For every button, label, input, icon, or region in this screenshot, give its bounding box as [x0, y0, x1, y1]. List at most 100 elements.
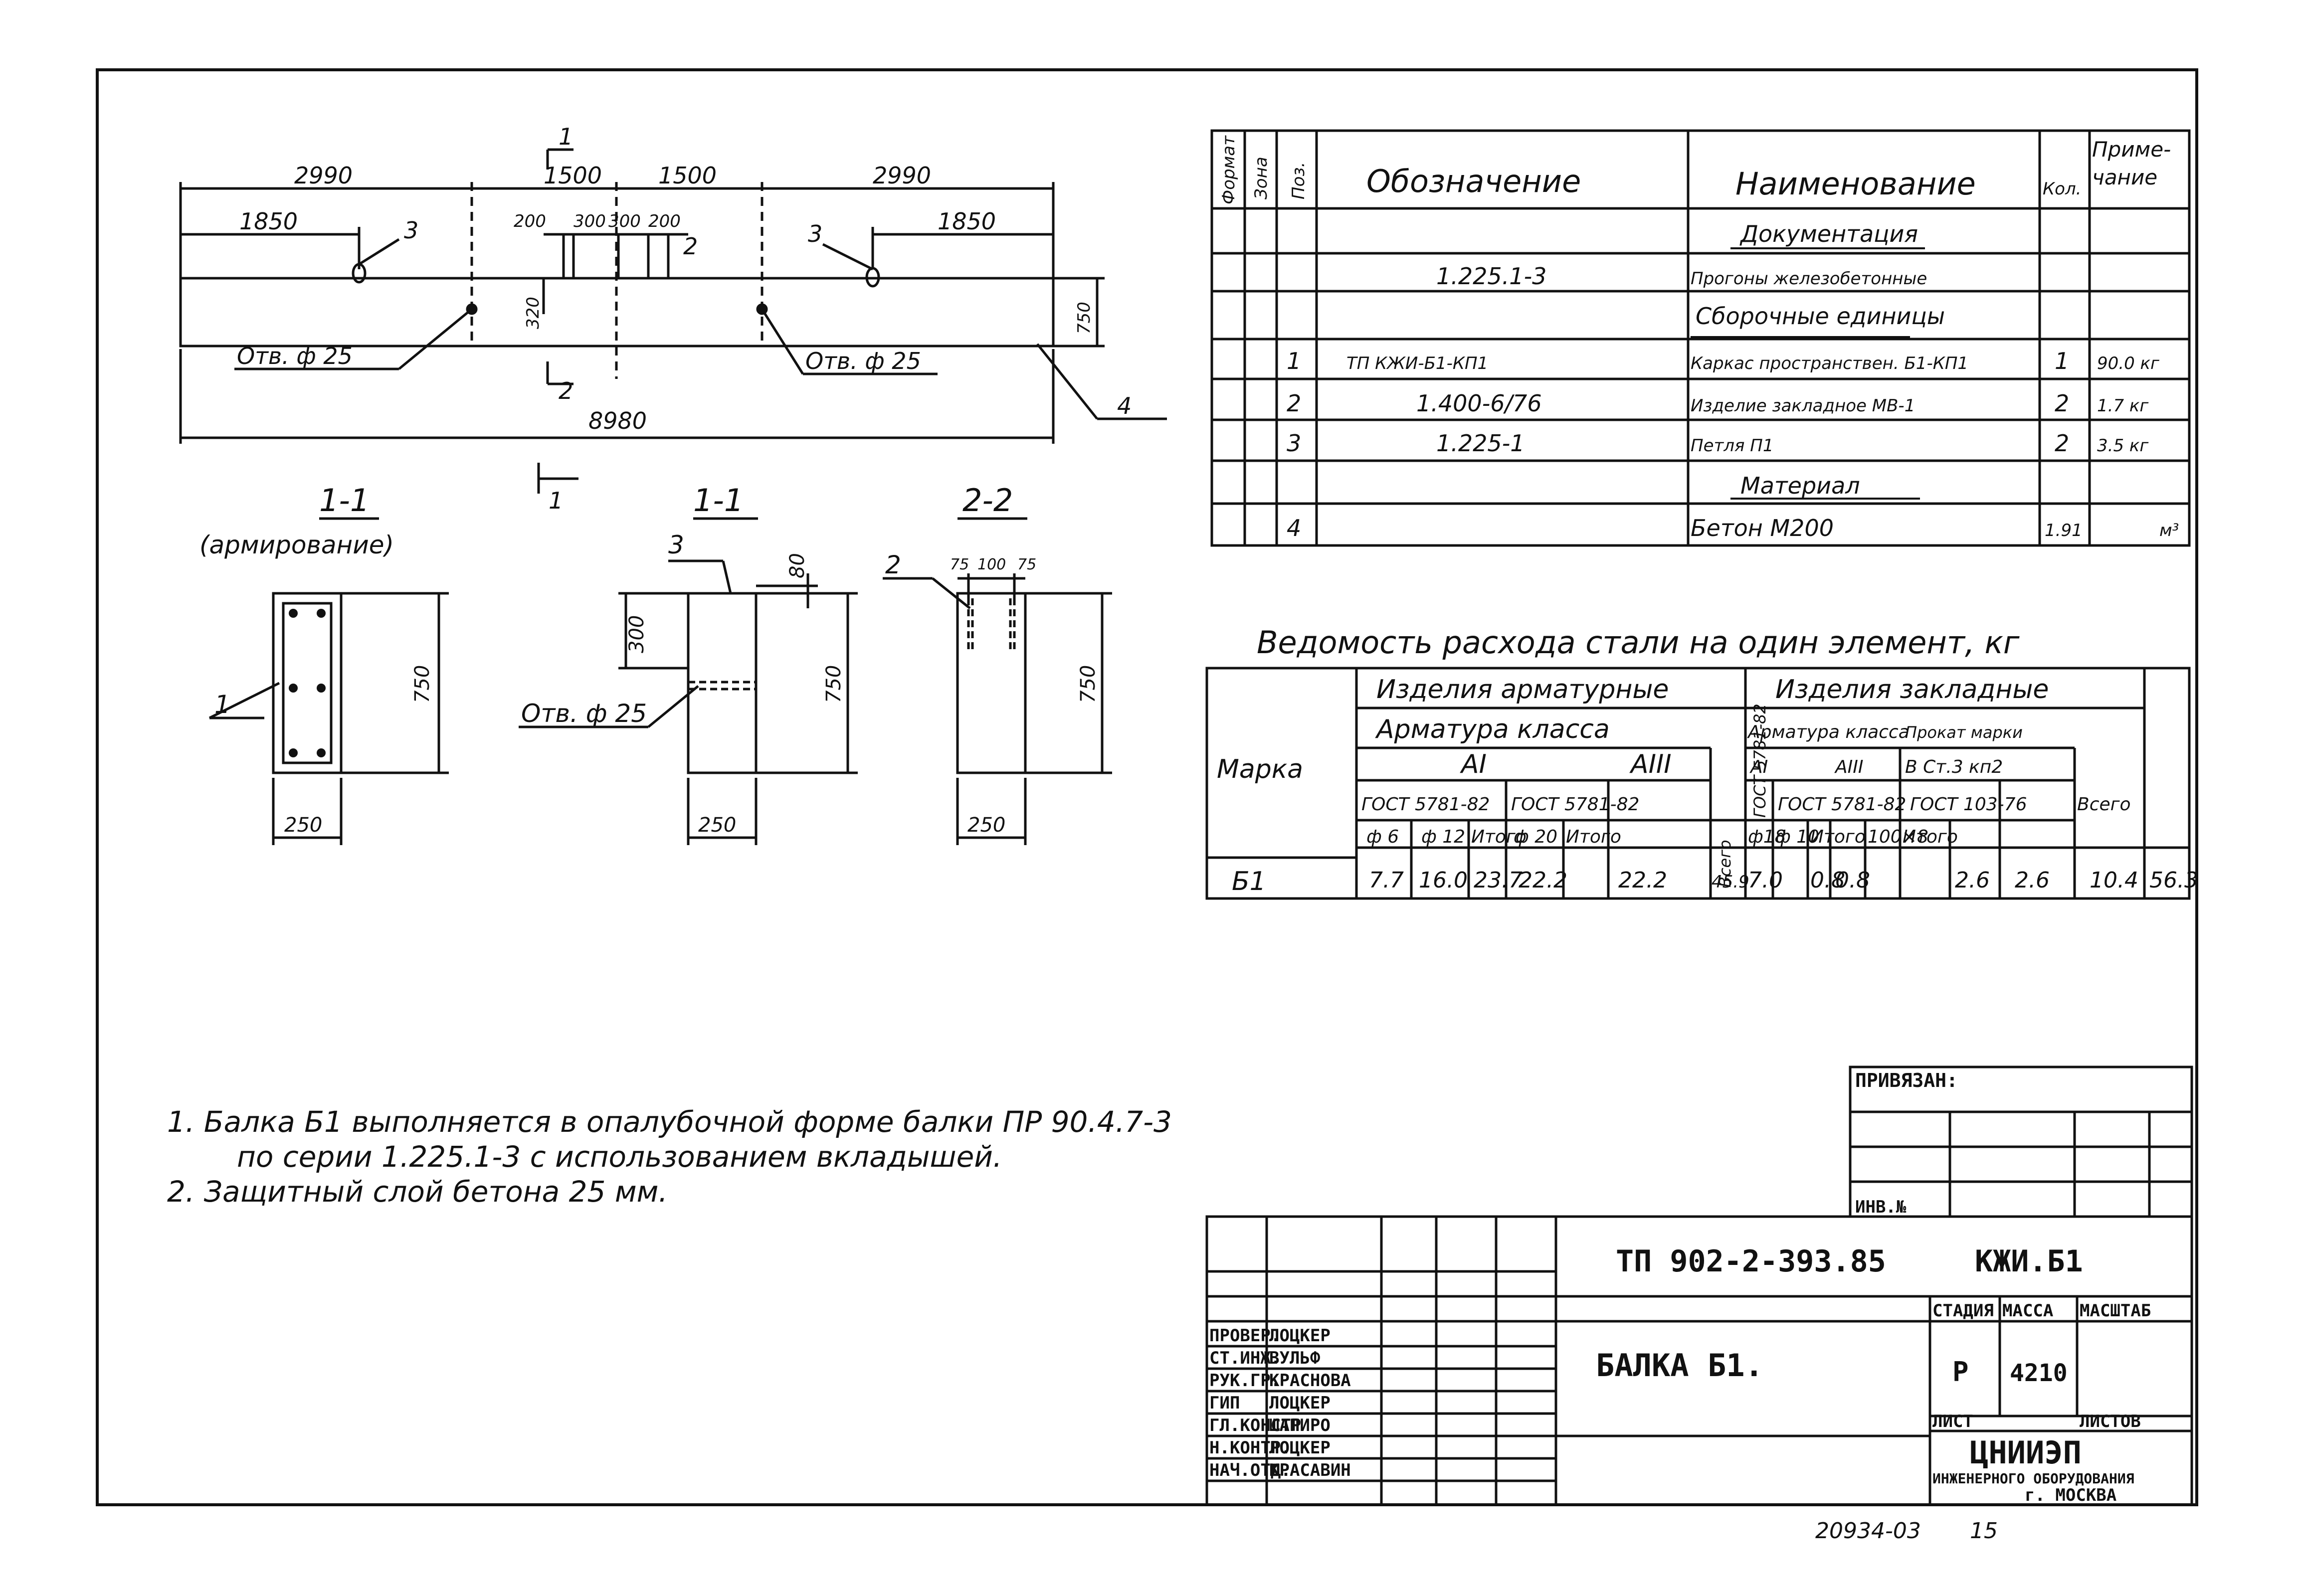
- spec-h-qty: Кол.: [2043, 179, 2081, 199]
- footer-page: 15: [1970, 1518, 1998, 1544]
- steel-row-f6: 7.7: [1369, 868, 1404, 893]
- spec-row-8-name: Бетон М200: [1691, 515, 1834, 541]
- beam-elevation: [179, 148, 1167, 494]
- staff-name-5: ШАПИРО: [1269, 1416, 1331, 1435]
- dim-750-s2: 750: [1077, 665, 1100, 703]
- steel-h-f18: ф18: [1748, 827, 1786, 847]
- staff-role-4: ГИП: [1209, 1393, 1240, 1413]
- steel-h-embed: Изделия закладные: [1775, 675, 2049, 705]
- section-pos-3: 3: [668, 531, 684, 559]
- spec-row-5-pos: 2: [1287, 390, 1301, 417]
- dim-750-reinf: 750: [411, 665, 434, 703]
- pos-3-left: 3: [404, 217, 418, 244]
- steel-row-total: 56.3: [2149, 868, 2198, 893]
- spec-row-5-qty: 2: [2055, 390, 2069, 417]
- section-mark-1-bottom: 1: [549, 487, 563, 514]
- section-pos-2: 2: [885, 550, 901, 579]
- spec-table: [1210, 129, 2191, 547]
- spec-h-zone: Зона: [1251, 157, 1271, 199]
- steel-table: [1205, 667, 2191, 900]
- dim-1500-left: 1500: [544, 162, 602, 189]
- org-city: г. МОСКВА: [2025, 1485, 2116, 1505]
- mass-header: МАССА: [2002, 1301, 2053, 1321]
- staff-role-5: ГЛ.КОНСТР: [1209, 1416, 1301, 1435]
- spec-row-4-qty: 1: [2055, 348, 2069, 374]
- dim-300: 300: [625, 615, 648, 653]
- spec-row-4-pos: 1: [1287, 348, 1301, 374]
- title-block: [1205, 1215, 2193, 1506]
- steel-h-vsego1: Всего: [1716, 840, 1734, 887]
- hole-label-left: Отв. ф 25: [237, 343, 353, 369]
- mass-value: 4210: [2010, 1359, 2068, 1387]
- steel-row-f20: 22.2: [1519, 868, 1567, 893]
- steel-h-f6: ф 6: [1366, 827, 1399, 847]
- steel-h-f10: ф 10: [1775, 827, 1819, 847]
- section-pos-1: 1: [214, 690, 230, 719]
- pos-4: 4: [1117, 392, 1132, 419]
- scale-header: МАСШТАБ: [2080, 1301, 2151, 1321]
- sheet-frame: [96, 68, 2198, 1506]
- spec-row-2-name: Прогоны железобетонные: [1691, 269, 1927, 289]
- dim-300b: 300: [608, 211, 641, 231]
- steel-h-itogo3: Итого: [1810, 827, 1866, 847]
- dim-2990-left: 2990: [294, 162, 353, 189]
- spec-row-1-name: Документация: [1739, 220, 1918, 247]
- steel-row-it1: 23.7: [1474, 868, 1523, 893]
- stage-header: СТАДИЯ: [1932, 1301, 1994, 1321]
- section-1-1-title: 1-1: [693, 482, 744, 519]
- dim-300a: 300: [574, 211, 606, 231]
- dim-1850-left: 1850: [239, 208, 298, 235]
- staff-name-2: ВУЛЬФ: [1269, 1348, 1321, 1368]
- dim-320: 320: [523, 297, 543, 329]
- drawing-name: БАЛКА Б1.: [1596, 1347, 1763, 1384]
- spec-h-pos: Поз.: [1289, 162, 1309, 199]
- spec-row-5-designation: 1.400-6/76: [1416, 390, 1542, 417]
- steel-row-vs1: 45.9: [1712, 872, 1749, 892]
- spec-row-6-name: Петля П1: [1691, 436, 1773, 456]
- steel-h-gost1: ГОСТ 5781-82: [1361, 794, 1490, 815]
- staff-name-3: КРАСНОВА: [1269, 1371, 1351, 1391]
- steel-row-it4: 2.6: [2015, 868, 2050, 893]
- steel-row-f18: 7.0: [1748, 868, 1783, 893]
- dim-2990-right: 2990: [873, 162, 931, 189]
- spec-row-8-pos: 4: [1287, 515, 1301, 541]
- dim-250-s1: 250: [698, 814, 736, 837]
- spec-h-designation: Обозначение: [1366, 163, 1581, 199]
- hole-label-right: Отв. ф 25: [805, 348, 921, 374]
- steel-h-arm-class2: Арматура класса: [1747, 722, 1910, 742]
- spec-row-6-qty: 2: [2055, 430, 2069, 457]
- steel-h-reinf: Изделия арматурные: [1376, 675, 1669, 705]
- spec-row-6-note: 3.5 кг: [2097, 436, 2149, 456]
- spec-row-2-designation: 1.225.1-3: [1436, 263, 1546, 290]
- steel-h-gost3: ГОСТ 5781-82: [1750, 704, 1769, 818]
- org-name-2: ИНЖЕНЕРНОГО ОБОРУДОВАНИЯ: [1932, 1470, 2134, 1487]
- binding-title: ПРИВЯЗАН:: [1855, 1069, 1958, 1091]
- steel-h-marka: Марка: [1217, 754, 1303, 784]
- spec-row-4-note: 90.0 кг: [2097, 354, 2160, 373]
- dim-200a: 200: [514, 211, 546, 231]
- staff-name-4: ЛОЦКЕР: [1269, 1393, 1331, 1413]
- spec-h-name: Наименование: [1735, 166, 1976, 202]
- spec-row-4-designation: ТП КЖИ-Б1-КП1: [1346, 354, 1488, 373]
- steel-h-AI: АI: [1460, 749, 1487, 779]
- section-mark-1-top: 1: [559, 123, 573, 150]
- spec-h-format: Формат: [1219, 135, 1239, 204]
- steel-h-f20: ф 20: [1514, 827, 1557, 847]
- section-reinf-title: 1-1: [319, 482, 370, 519]
- steel-h-bst: В Ст.3 кп2: [1905, 757, 2003, 777]
- steel-h-itogo2: Итого: [1566, 827, 1621, 847]
- note-1-cont: по серии 1.225.1-3 с использованием вкла…: [237, 1140, 1002, 1174]
- steel-row-mark: Б1: [1232, 867, 1266, 896]
- dim-8980: 8980: [588, 407, 647, 434]
- lists-header: ЛИСТОВ: [2080, 1412, 2141, 1431]
- dim-80: 80: [786, 553, 809, 578]
- org-name: ЦНИИЭП: [1970, 1434, 2082, 1471]
- steel-row-p100: 2.6: [1955, 868, 1990, 893]
- steel-h-prokat: Прокат марки: [1905, 723, 2023, 742]
- steel-h-f12: ф 12: [1421, 827, 1465, 847]
- spec-h-note: Приме- чание: [2092, 137, 2171, 189]
- staff-name-7: КРАСАВИН: [1269, 1460, 1351, 1480]
- steel-h-arm-class: Арматура класса: [1375, 714, 1610, 744]
- dim-250-s2: 250: [967, 814, 1005, 837]
